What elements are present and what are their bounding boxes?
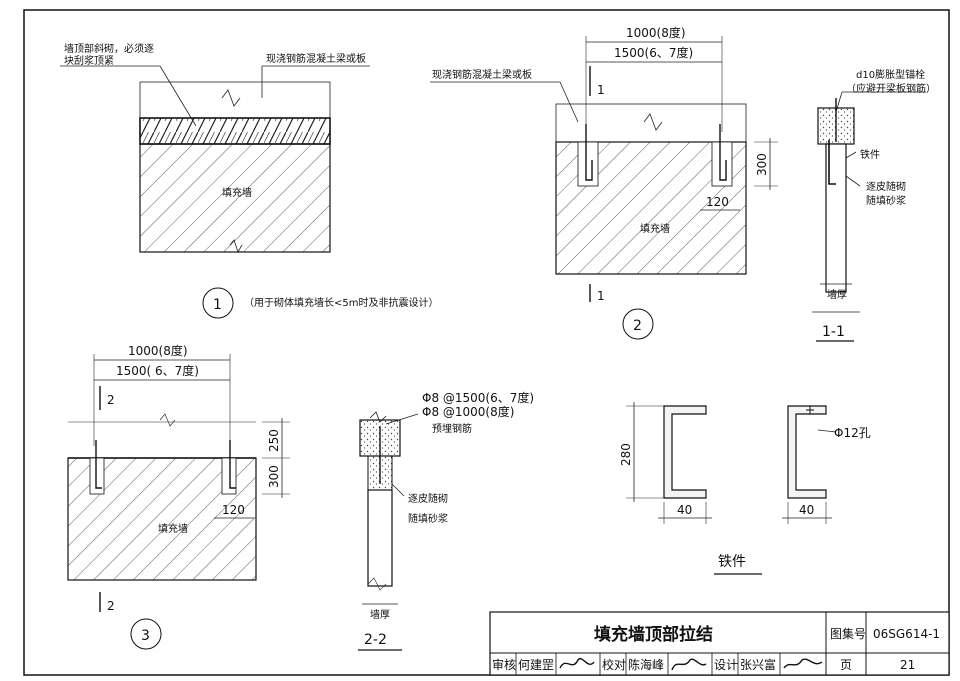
section22-embedded: 预埋钢筋 bbox=[432, 422, 472, 435]
iron-part: 280 40 Φ12孔 40 铁件 bbox=[619, 402, 871, 575]
detail3-number-circle bbox=[130, 618, 162, 650]
detail2-wall-label: 填充墙 bbox=[640, 222, 670, 235]
detail2-number-circle bbox=[622, 308, 654, 340]
title-block-check-label: 校对 bbox=[602, 657, 626, 672]
sheet-frame bbox=[23, 9, 950, 676]
detail3-dim-8deg: 1000(8度) bbox=[128, 343, 188, 358]
detail3-dim-120: 120 bbox=[222, 503, 245, 517]
detail3-wall-label: 填充墙 bbox=[158, 522, 188, 535]
section22-mortar-line2: 随填砂浆 bbox=[408, 512, 448, 525]
checker-signature bbox=[671, 658, 707, 671]
detail1-remark: （用于砌体填充墙长<5m时及非抗震设计） bbox=[244, 296, 438, 309]
iron-part-side bbox=[787, 405, 827, 499]
detail3-pocket-right bbox=[221, 457, 237, 495]
detail1-number-circle bbox=[202, 287, 234, 319]
section22-title: 2-2 bbox=[364, 632, 387, 648]
title-block-designer: 张兴富 bbox=[740, 657, 776, 672]
section11-iron bbox=[828, 140, 836, 185]
detail2-section-mark-bottom: 1 bbox=[597, 289, 605, 303]
section11-iron-label: 铁件 bbox=[860, 148, 880, 161]
title-block-atlas-label: 图集号 bbox=[830, 626, 866, 641]
detail3-section-mark-bottom: 2 bbox=[107, 599, 115, 613]
detail3-number: 3 bbox=[141, 628, 150, 644]
section11-wall bbox=[825, 143, 847, 293]
detail1-slab bbox=[139, 81, 331, 119]
detail1-oblique-brick bbox=[139, 117, 331, 145]
detail2-dim-8deg: 1000(8度) bbox=[626, 25, 686, 40]
detail1-infill-wall bbox=[139, 143, 331, 253]
title-block-reviewer: 何建罡 bbox=[518, 658, 554, 672]
title-block-title: 填充墙顶部拉结 bbox=[594, 624, 713, 645]
section11-mortar-line2: 随填砂浆 bbox=[866, 194, 906, 207]
iron-dim-40b: 40 bbox=[799, 503, 814, 517]
detail2-slab bbox=[555, 103, 747, 143]
detail3-bar-left bbox=[95, 440, 102, 489]
detail1-slab-label: 现浇钢筋混凝土梁或板 bbox=[266, 52, 366, 65]
title-block-review-label: 审核 bbox=[492, 657, 516, 672]
detail3-pocket-left bbox=[89, 457, 105, 495]
section22-bar1: Φ8 @1500(6、7度) bbox=[422, 390, 534, 405]
section22-thickness: 墙厚 bbox=[370, 608, 390, 621]
detail3-bar-right bbox=[229, 440, 236, 489]
title-block-checker: 陈海峰 bbox=[628, 657, 664, 672]
detail-2: 1000(8度) 1500(6、7度) 现浇钢筋混凝土梁或板 1 1 300 1… bbox=[430, 25, 778, 340]
detail1-wall-label: 填充墙 bbox=[222, 186, 252, 199]
title-block-design-label: 设计 bbox=[714, 658, 738, 672]
detail1-note-line2: 块刮浆顶紧 bbox=[64, 54, 114, 67]
detail2-dim-67deg: 1500(6、7度) bbox=[614, 45, 693, 60]
section11-anchor-line1: d10膨胀型锚栓 bbox=[856, 68, 925, 81]
section22-mortar-line1: 逐皮随砌 bbox=[408, 492, 448, 505]
title-block-page-no: 21 bbox=[900, 658, 915, 672]
section11-mortar-line1: 逐皮随砌 bbox=[866, 180, 906, 193]
section-2-2: Φ8 @1500(6、7度) Φ8 @1000(8度) 预埋钢筋 逐皮随砌 随填… bbox=[358, 390, 534, 651]
detail3-dim-300: 300 bbox=[267, 465, 281, 488]
iron-dim-40a: 40 bbox=[677, 503, 692, 517]
detail2-anchor-right bbox=[719, 124, 727, 181]
detail2-number: 2 bbox=[633, 318, 642, 334]
section11-anchor-line2: （应避开梁板钢筋） bbox=[846, 82, 936, 95]
iron-part-front bbox=[663, 405, 707, 499]
detail1-note-line1: 墙顶部斜砌，必须逐 bbox=[64, 42, 154, 55]
detail-1: 墙顶部斜砌，必须逐 块刮浆顶紧 现浇钢筋混凝土梁或板 填充墙 1 （用于砌体填充… bbox=[60, 42, 438, 319]
detail3-dim-250: 250 bbox=[267, 429, 281, 452]
title-block-page-label: 页 bbox=[840, 658, 852, 672]
iron-dim-280: 280 bbox=[619, 443, 633, 466]
detail2-section-mark-top: 1 bbox=[597, 83, 605, 97]
title-block: 填充墙顶部拉结 图集号 06SG614-1 审核 何建罡 校对 陈海峰 设计 张… bbox=[489, 611, 950, 676]
detail2-anchor-left bbox=[585, 124, 593, 181]
detail1-number: 1 bbox=[213, 297, 222, 313]
iron-part-title: 铁件 bbox=[718, 554, 746, 570]
iron-hole: Φ12孔 bbox=[834, 426, 871, 440]
detail2-dim-300: 300 bbox=[755, 153, 769, 176]
title-block-atlas-no: 06SG614-1 bbox=[873, 627, 940, 641]
detail2-dim-120: 120 bbox=[706, 195, 729, 209]
detail2-slab-label: 现浇钢筋混凝土梁或板 bbox=[432, 68, 532, 81]
detail-3: 1000(8度) 1500( 6、7度) 2 250 300 120 填充墙 2… bbox=[67, 343, 290, 650]
reviewer-signature bbox=[559, 657, 595, 669]
detail3-dim-67deg: 1500( 6、7度) bbox=[116, 363, 199, 378]
section11-title: 1-1 bbox=[822, 324, 845, 340]
detail3-section-mark-top: 2 bbox=[107, 393, 115, 407]
section11-thickness: 墙厚 bbox=[827, 288, 847, 301]
detail2-pocket-right bbox=[711, 141, 733, 187]
section22-wall bbox=[367, 489, 393, 587]
detail2-pocket-left bbox=[577, 141, 599, 187]
section-1-1: d10膨胀型锚栓 （应避开梁板钢筋） 铁件 逐皮随砌 随填砂浆 墙厚 1-1 bbox=[812, 68, 936, 342]
designer-signature bbox=[783, 658, 823, 669]
section22-bar2: Φ8 @1000(8度) bbox=[422, 404, 514, 419]
